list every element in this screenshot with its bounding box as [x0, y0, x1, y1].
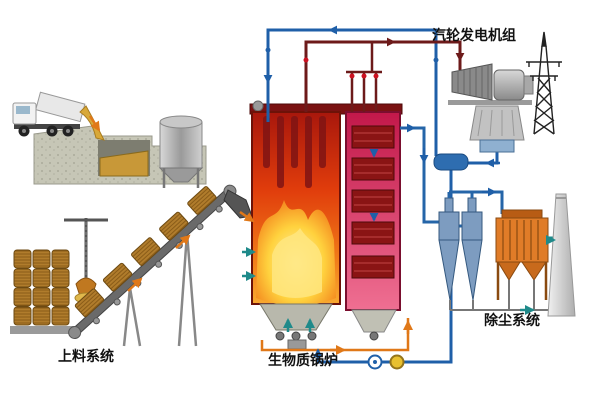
exciter — [523, 75, 534, 95]
pass-hopper — [351, 309, 397, 333]
tower-insulators — [528, 62, 560, 81]
fuel-silo — [158, 115, 204, 188]
superheater-risers — [346, 42, 382, 112]
cyclone-separators — [438, 197, 483, 301]
turbine-generator-unit — [433, 63, 534, 171]
label-turbine-generator: 汽轮发电机组 — [432, 27, 516, 44]
inclined-conveyor — [68, 184, 237, 340]
bale — [13, 249, 32, 269]
wheel-hub — [50, 129, 54, 133]
bale — [13, 287, 32, 307]
bale — [32, 287, 51, 307]
feeding-system — [10, 91, 253, 347]
label-biomass-boiler: 生物质锅炉 — [268, 352, 338, 369]
tower-peak — [541, 31, 547, 47]
truck-window — [16, 106, 30, 114]
bale-stack — [10, 249, 74, 334]
drum-end — [252, 100, 264, 112]
condensate-pipe — [468, 152, 499, 165]
flue-gas-duct — [400, 126, 464, 228]
fuel-arrow — [239, 210, 255, 223]
baghouse-filter — [495, 209, 549, 300]
superheater-platens — [263, 116, 326, 188]
bale — [51, 249, 70, 269]
truck-chassis — [14, 124, 80, 129]
bale — [13, 268, 32, 288]
belt-rollers — [92, 205, 223, 325]
deaerator-tank — [433, 153, 469, 171]
truck-bed — [35, 91, 86, 123]
ash-hopper — [259, 303, 333, 331]
flow-arrows — [88, 25, 556, 360]
conveyor-belt — [71, 187, 234, 337]
bale — [51, 306, 70, 326]
pump-hub — [373, 360, 377, 364]
label-dust-removal: 除尘系统 — [484, 312, 540, 329]
chimney-stack — [547, 193, 576, 317]
valve-dots — [265, 47, 439, 79]
biomass-boiler — [249, 100, 403, 350]
bale-on-belt — [131, 237, 161, 266]
dust-removal-system — [400, 126, 576, 317]
wheel-hub — [22, 129, 26, 133]
bale — [51, 268, 70, 288]
bale-on-belt — [187, 186, 217, 215]
bale — [13, 306, 32, 326]
belt-pulley — [68, 326, 82, 340]
grate-rollers — [275, 331, 317, 341]
turbine-base — [448, 100, 532, 105]
conveyor-supports — [122, 232, 198, 347]
fuel-arrow — [175, 234, 191, 249]
tower-crossarms — [526, 61, 562, 77]
baghouse-legs — [496, 262, 548, 300]
bale-on-belt — [159, 211, 189, 241]
fuel-arrow — [127, 277, 143, 292]
dust-discharge-line — [449, 280, 556, 311]
silo-body — [159, 121, 203, 169]
silo-top — [159, 115, 203, 129]
ash-box — [287, 339, 307, 350]
feed-chute — [223, 189, 253, 219]
generator — [493, 69, 525, 101]
bale — [51, 287, 70, 307]
grab-crane — [64, 218, 108, 304]
wheel-hub — [66, 129, 70, 133]
baghouse-ribs — [502, 220, 539, 260]
bale — [32, 306, 51, 326]
pass-outlet-roller — [369, 331, 379, 341]
condenser-fins — [477, 109, 515, 137]
pit-material — [99, 150, 149, 177]
silo-cone — [158, 167, 204, 183]
booster-pump — [389, 354, 405, 370]
cyclone-outlet-duct — [447, 190, 504, 214]
hotwell — [479, 139, 515, 153]
bale — [32, 249, 51, 269]
flame-core — [272, 228, 322, 298]
bale-on-belt — [102, 262, 133, 292]
silo-legs — [162, 168, 200, 188]
bale-platform — [10, 326, 74, 334]
labels: 汽轮发电机组 上料系统 生物质锅炉 除尘系统 — [58, 27, 540, 369]
condenser — [469, 105, 525, 141]
label-feeding-system: 上料系统 — [58, 348, 114, 365]
bale-on-belt — [74, 288, 105, 318]
fuel-arrow — [88, 115, 101, 132]
bale — [32, 268, 51, 288]
turbine-ridges — [457, 64, 489, 99]
transmission-tower — [526, 31, 562, 135]
heat-exchanger-bundles — [351, 125, 395, 279]
